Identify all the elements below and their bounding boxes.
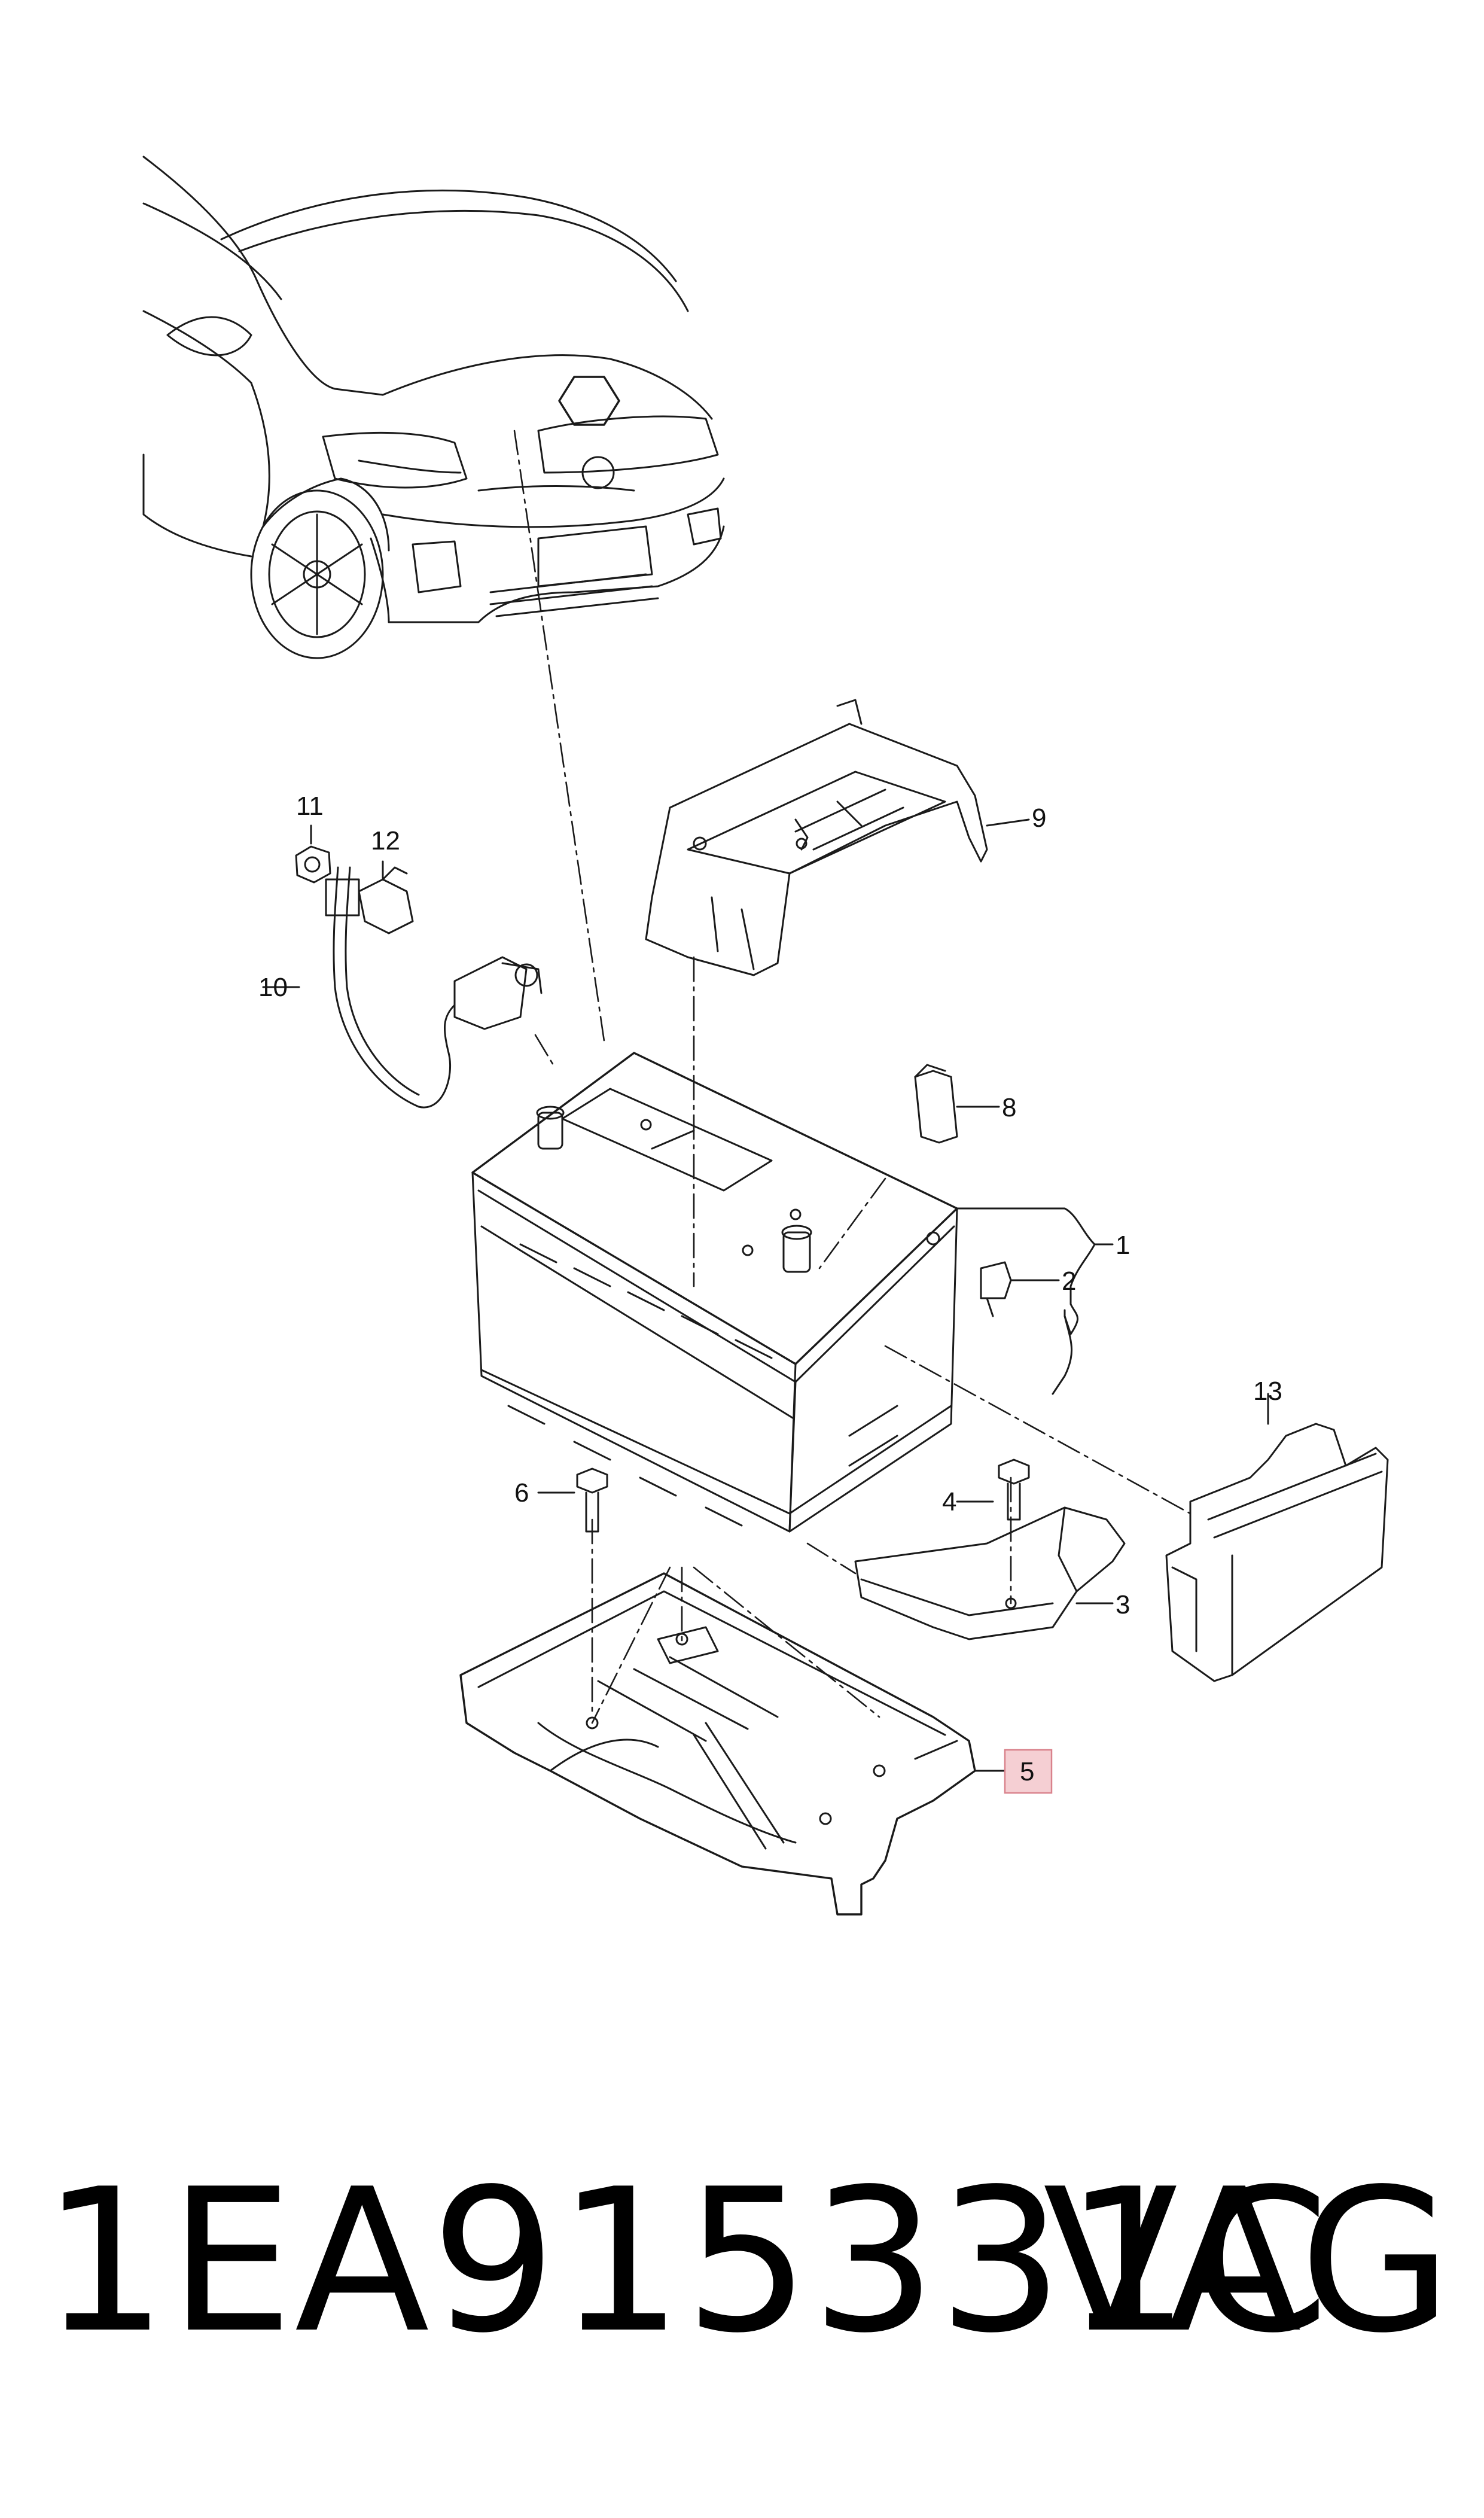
part-9-battery-bracket bbox=[645, 699, 1030, 976]
callout-3: 3 bbox=[1116, 1590, 1130, 1619]
part-3-hold-down-clamp bbox=[854, 1506, 1126, 1640]
callout-11: 11 bbox=[296, 791, 324, 821]
callout-8: 8 bbox=[1002, 1093, 1016, 1122]
assembly-leader-lines bbox=[513, 430, 1192, 1724]
part-number: 1EA915331C bbox=[42, 2146, 1331, 2376]
highlighted-callout-box bbox=[1004, 1749, 1053, 1794]
part-5-battery-tray bbox=[459, 1572, 1018, 1916]
part-1-battery bbox=[471, 1052, 1114, 1533]
vehicle-front-illustration bbox=[142, 156, 725, 659]
callout-labels: 11 12 10 9 8 1 2 13 6 4 3 5 bbox=[258, 791, 1282, 1786]
callout-13: 13 bbox=[1253, 1377, 1282, 1406]
part-11-nut bbox=[295, 824, 331, 884]
callout-10: 10 bbox=[258, 973, 288, 1002]
callout-2: 2 bbox=[1062, 1266, 1076, 1296]
part-number-footer: 1EA915331C VAG bbox=[42, 2148, 1453, 2375]
part-10-ground-cable bbox=[262, 866, 543, 1109]
part-2-plug bbox=[980, 1261, 1060, 1317]
callout-9: 9 bbox=[1032, 803, 1046, 833]
part-4-bolt bbox=[956, 1459, 1030, 1521]
exploded-parts-diagram: 11 12 10 9 8 1 2 13 6 4 3 5 bbox=[142, 156, 1389, 1916]
brand-label: VAG bbox=[1043, 2146, 1453, 2376]
part-6-bolt bbox=[537, 1467, 608, 1533]
callout-6: 6 bbox=[514, 1478, 529, 1508]
callout-4: 4 bbox=[942, 1487, 956, 1517]
callout-12: 12 bbox=[371, 826, 400, 855]
callout-1: 1 bbox=[1116, 1231, 1130, 1260]
part-12-terminal-clamp bbox=[358, 860, 414, 934]
part-8-terminal-cap bbox=[914, 1064, 1000, 1144]
callout-5: 5 bbox=[1020, 1757, 1034, 1786]
part-13-side-cover bbox=[1165, 1393, 1389, 1682]
